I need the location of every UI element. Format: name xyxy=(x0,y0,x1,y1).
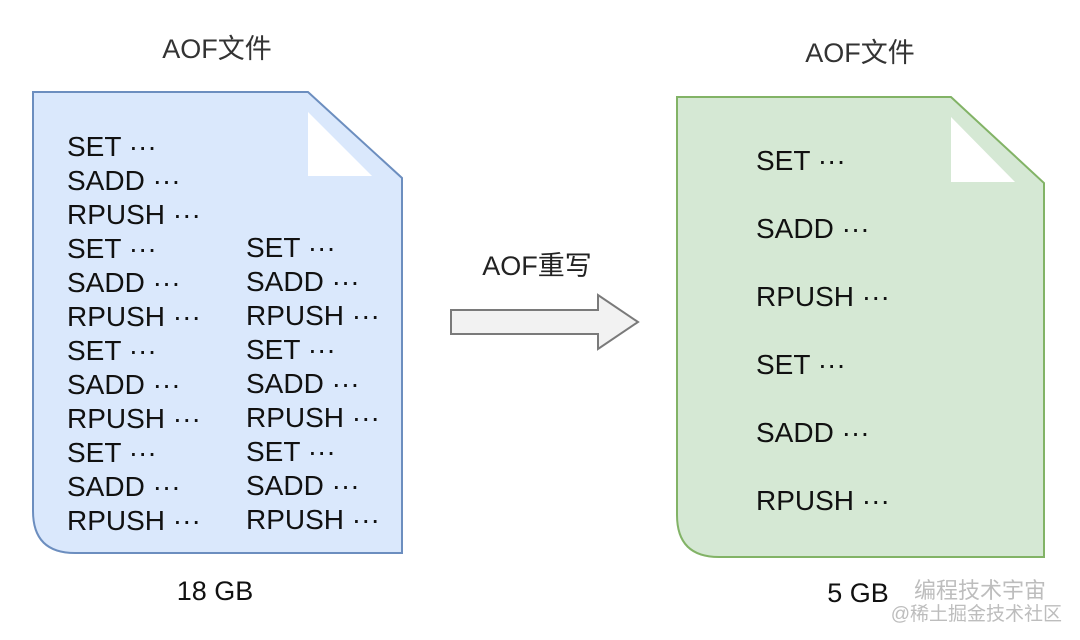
rewrite-arrow: AOF重写 xyxy=(450,251,640,351)
left-file-commands-col1: SET ···SADD ···RPUSH ···SET ···SADD ···R… xyxy=(67,131,201,536)
left-file-body xyxy=(32,91,403,554)
command-line: SADD ··· xyxy=(246,470,360,501)
right-file-commands: SET ··· SADD ··· RPUSH ··· SET ··· SADD ··· R… xyxy=(756,145,890,516)
right-file-body xyxy=(676,96,1045,558)
command-line: SADD ··· xyxy=(246,368,360,399)
command-line: SET ··· xyxy=(246,232,336,263)
rewrite-arrow-label: AOF重写 xyxy=(482,251,592,281)
command-line: SADD ··· xyxy=(246,266,360,297)
left-file-size: 18 GB xyxy=(177,576,254,606)
command-line: SET ··· xyxy=(67,335,157,366)
left-file-fold xyxy=(308,112,372,176)
command-line: SET ··· xyxy=(756,145,846,176)
left-file-title: AOF文件 xyxy=(162,34,272,64)
command-line: RPUSH ··· xyxy=(246,300,380,331)
right-file-size: 5 GB xyxy=(827,578,889,608)
command-line: SADD ··· xyxy=(67,267,181,298)
command-line: SADD ··· xyxy=(67,165,181,196)
command-line: SADD ··· xyxy=(756,213,870,244)
command-line: SET ··· xyxy=(67,233,157,264)
rewrite-arrow-shape xyxy=(450,293,640,351)
command-line: SET ··· xyxy=(756,349,846,380)
left-aof-file: AOF文件 SET ···SADD ···RPUSH ···SET ···SAD… xyxy=(32,34,403,606)
command-line: RPUSH ··· xyxy=(756,485,890,516)
watermark-line1: 编程技术宇宙 xyxy=(914,578,1046,603)
right-file-fold xyxy=(951,117,1015,182)
command-line: SADD ··· xyxy=(756,417,870,448)
watermark: 编程技术宇宙 @稀土掘金技术社区 xyxy=(891,578,1062,625)
command-line: RPUSH ··· xyxy=(67,301,201,332)
left-file-commands-col2: SET ···SADD ···RPUSH ···SET ···SADD ···R… xyxy=(246,232,380,535)
right-file-title: AOF文件 xyxy=(805,38,915,68)
command-line: RPUSH ··· xyxy=(756,281,890,312)
watermark-line2: @稀土掘金技术社区 xyxy=(891,603,1062,625)
command-line: RPUSH ··· xyxy=(67,505,201,536)
command-line: SADD ··· xyxy=(67,369,181,400)
command-line: RPUSH ··· xyxy=(67,199,201,230)
command-line: SET ··· xyxy=(67,131,157,162)
command-line: RPUSH ··· xyxy=(246,402,380,433)
command-line: RPUSH ··· xyxy=(246,504,380,535)
right-aof-file: AOF文件 SET ··· SADD ··· RPUSH ··· SET ··· SAD… xyxy=(676,38,1045,608)
command-line: SET ··· xyxy=(246,334,336,365)
command-line: SADD ··· xyxy=(67,471,181,502)
command-line: RPUSH ··· xyxy=(67,403,201,434)
command-line: SET ··· xyxy=(67,437,157,468)
command-line: SET ··· xyxy=(246,436,336,467)
